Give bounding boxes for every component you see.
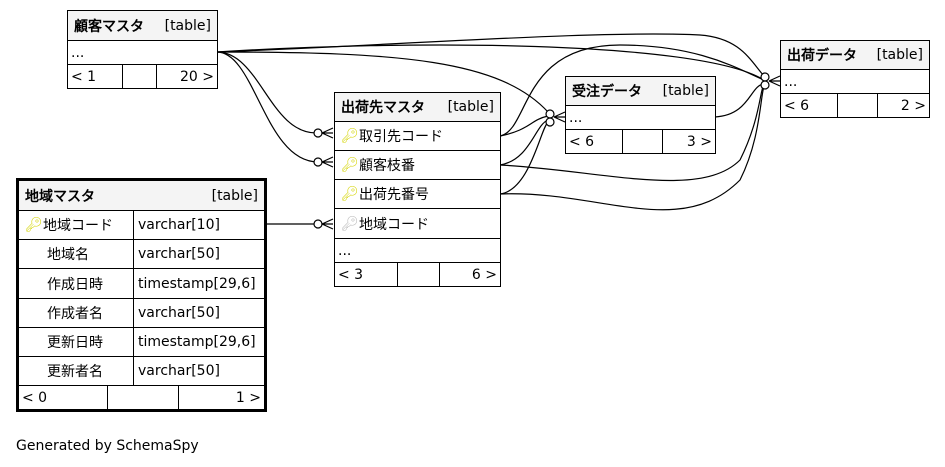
children-count[interactable]: 6 >	[439, 263, 500, 286]
column-row[interactable]: 作成日時 timestamp[29,6]	[19, 269, 264, 299]
primary-key-icon: 🔑︎	[341, 186, 359, 202]
edge	[216, 51, 319, 163]
table-chiiki-master[interactable]: 地域マスタ [table] 🔑︎地域コード varchar[10] 地域名 varch…	[16, 178, 267, 412]
column-type: varchar[10]	[133, 211, 220, 239]
primary-key-icon: 🔑︎	[341, 157, 359, 173]
edge	[216, 44, 765, 81]
table-type: [table]	[211, 187, 258, 204]
more-columns: ...	[68, 41, 217, 65]
footer-spacer	[622, 130, 662, 153]
parents-count[interactable]: < 3	[338, 266, 364, 283]
more-columns: ...	[781, 70, 929, 94]
edge	[499, 119, 549, 166]
footer-spacer	[837, 94, 877, 117]
table-juchu-data[interactable]: 受注データ [table] ... < 6 3 >	[565, 76, 716, 154]
children-count[interactable]: 2 >	[877, 94, 929, 117]
children-count[interactable]: 1 >	[178, 386, 264, 410]
table-type: [table]	[447, 99, 494, 115]
column-row[interactable]: 更新日時 timestamp[29,6]	[19, 328, 264, 357]
column-row[interactable]: 🔑︎出荷先番号	[335, 180, 500, 209]
column-type: timestamp[29,6]	[133, 269, 256, 298]
column-row[interactable]: 🔑︎顧客枝番	[335, 151, 500, 180]
table-type: [table]	[662, 83, 709, 99]
table-name: 出荷データ	[787, 48, 857, 64]
edge	[216, 51, 549, 113]
column-type: varchar[50]	[133, 299, 220, 327]
column-row[interactable]: 地域名 varchar[50]	[19, 240, 264, 269]
primary-key-icon: 🔑︎	[341, 128, 359, 144]
parents-count[interactable]: < 6	[569, 133, 595, 150]
column-type: timestamp[29,6]	[133, 328, 256, 356]
column-type: varchar[50]	[133, 357, 220, 385]
footer-spacer	[107, 386, 178, 410]
column-name: 作成日時	[47, 276, 103, 293]
table-name: 出荷先マスタ	[341, 100, 425, 116]
column-name: 作成者名	[47, 306, 103, 322]
table-shukkasaki-master[interactable]: 出荷先マスタ[table] 🔑︎取引先コード 🔑︎顧客枝番 🔑︎出荷先番号 🔑︎…	[334, 92, 501, 287]
parents-count[interactable]: < 0	[22, 390, 48, 406]
table-name: 地域マスタ	[25, 188, 95, 205]
table-kokyaku-master[interactable]: 顧客マスタ [table] ... < 1 20 >	[67, 10, 218, 89]
table-name: 顧客マスタ	[74, 18, 144, 35]
column-name: 更新日時	[47, 335, 103, 351]
more-columns: ...	[335, 239, 500, 263]
column-name: 更新者名	[47, 364, 103, 380]
table-name: 受注データ	[572, 84, 642, 100]
column-type: varchar[50]	[133, 240, 220, 268]
more-columns: ...	[566, 106, 715, 130]
foreign-key-icon: 🔑︎	[341, 215, 359, 232]
column-name: 地域名	[47, 247, 89, 263]
column-row[interactable]: 更新者名 varchar[50]	[19, 357, 264, 386]
column-row[interactable]: 🔑︎地域コード	[335, 209, 500, 239]
children-count[interactable]: 3 >	[662, 130, 715, 153]
column-row[interactable]: 🔑︎地域コード varchar[10]	[19, 211, 264, 240]
column-name: 出荷先番号	[359, 187, 429, 203]
generated-by-label: Generated by SchemaSpy	[16, 438, 199, 454]
footer-spacer	[122, 65, 156, 88]
edge	[499, 83, 765, 182]
parents-count[interactable]: < 6	[784, 97, 810, 114]
table-shukka-data[interactable]: 出荷データ [table] ... < 6 2 >	[780, 40, 930, 118]
column-name: 地域コード	[43, 218, 113, 234]
column-name: 取引先コード	[359, 129, 443, 145]
edge	[499, 121, 549, 195]
parents-count[interactable]: < 1	[71, 68, 97, 85]
primary-key-icon: 🔑︎	[25, 217, 43, 233]
column-row[interactable]: 🔑︎取引先コード	[335, 122, 500, 151]
footer-spacer	[397, 263, 439, 286]
edge	[499, 44, 765, 137]
column-name: 地域コード	[359, 216, 429, 233]
edge	[499, 85, 765, 211]
edge	[216, 51, 319, 134]
edge	[499, 115, 549, 137]
edge	[216, 33, 765, 77]
column-name: 顧客枝番	[359, 158, 415, 174]
column-row[interactable]: 作成者名 varchar[50]	[19, 299, 264, 328]
table-type: [table]	[876, 47, 923, 63]
children-count[interactable]: 20 >	[156, 65, 217, 88]
crowfoot-markers	[313, 72, 781, 230]
table-type: [table]	[164, 17, 211, 34]
